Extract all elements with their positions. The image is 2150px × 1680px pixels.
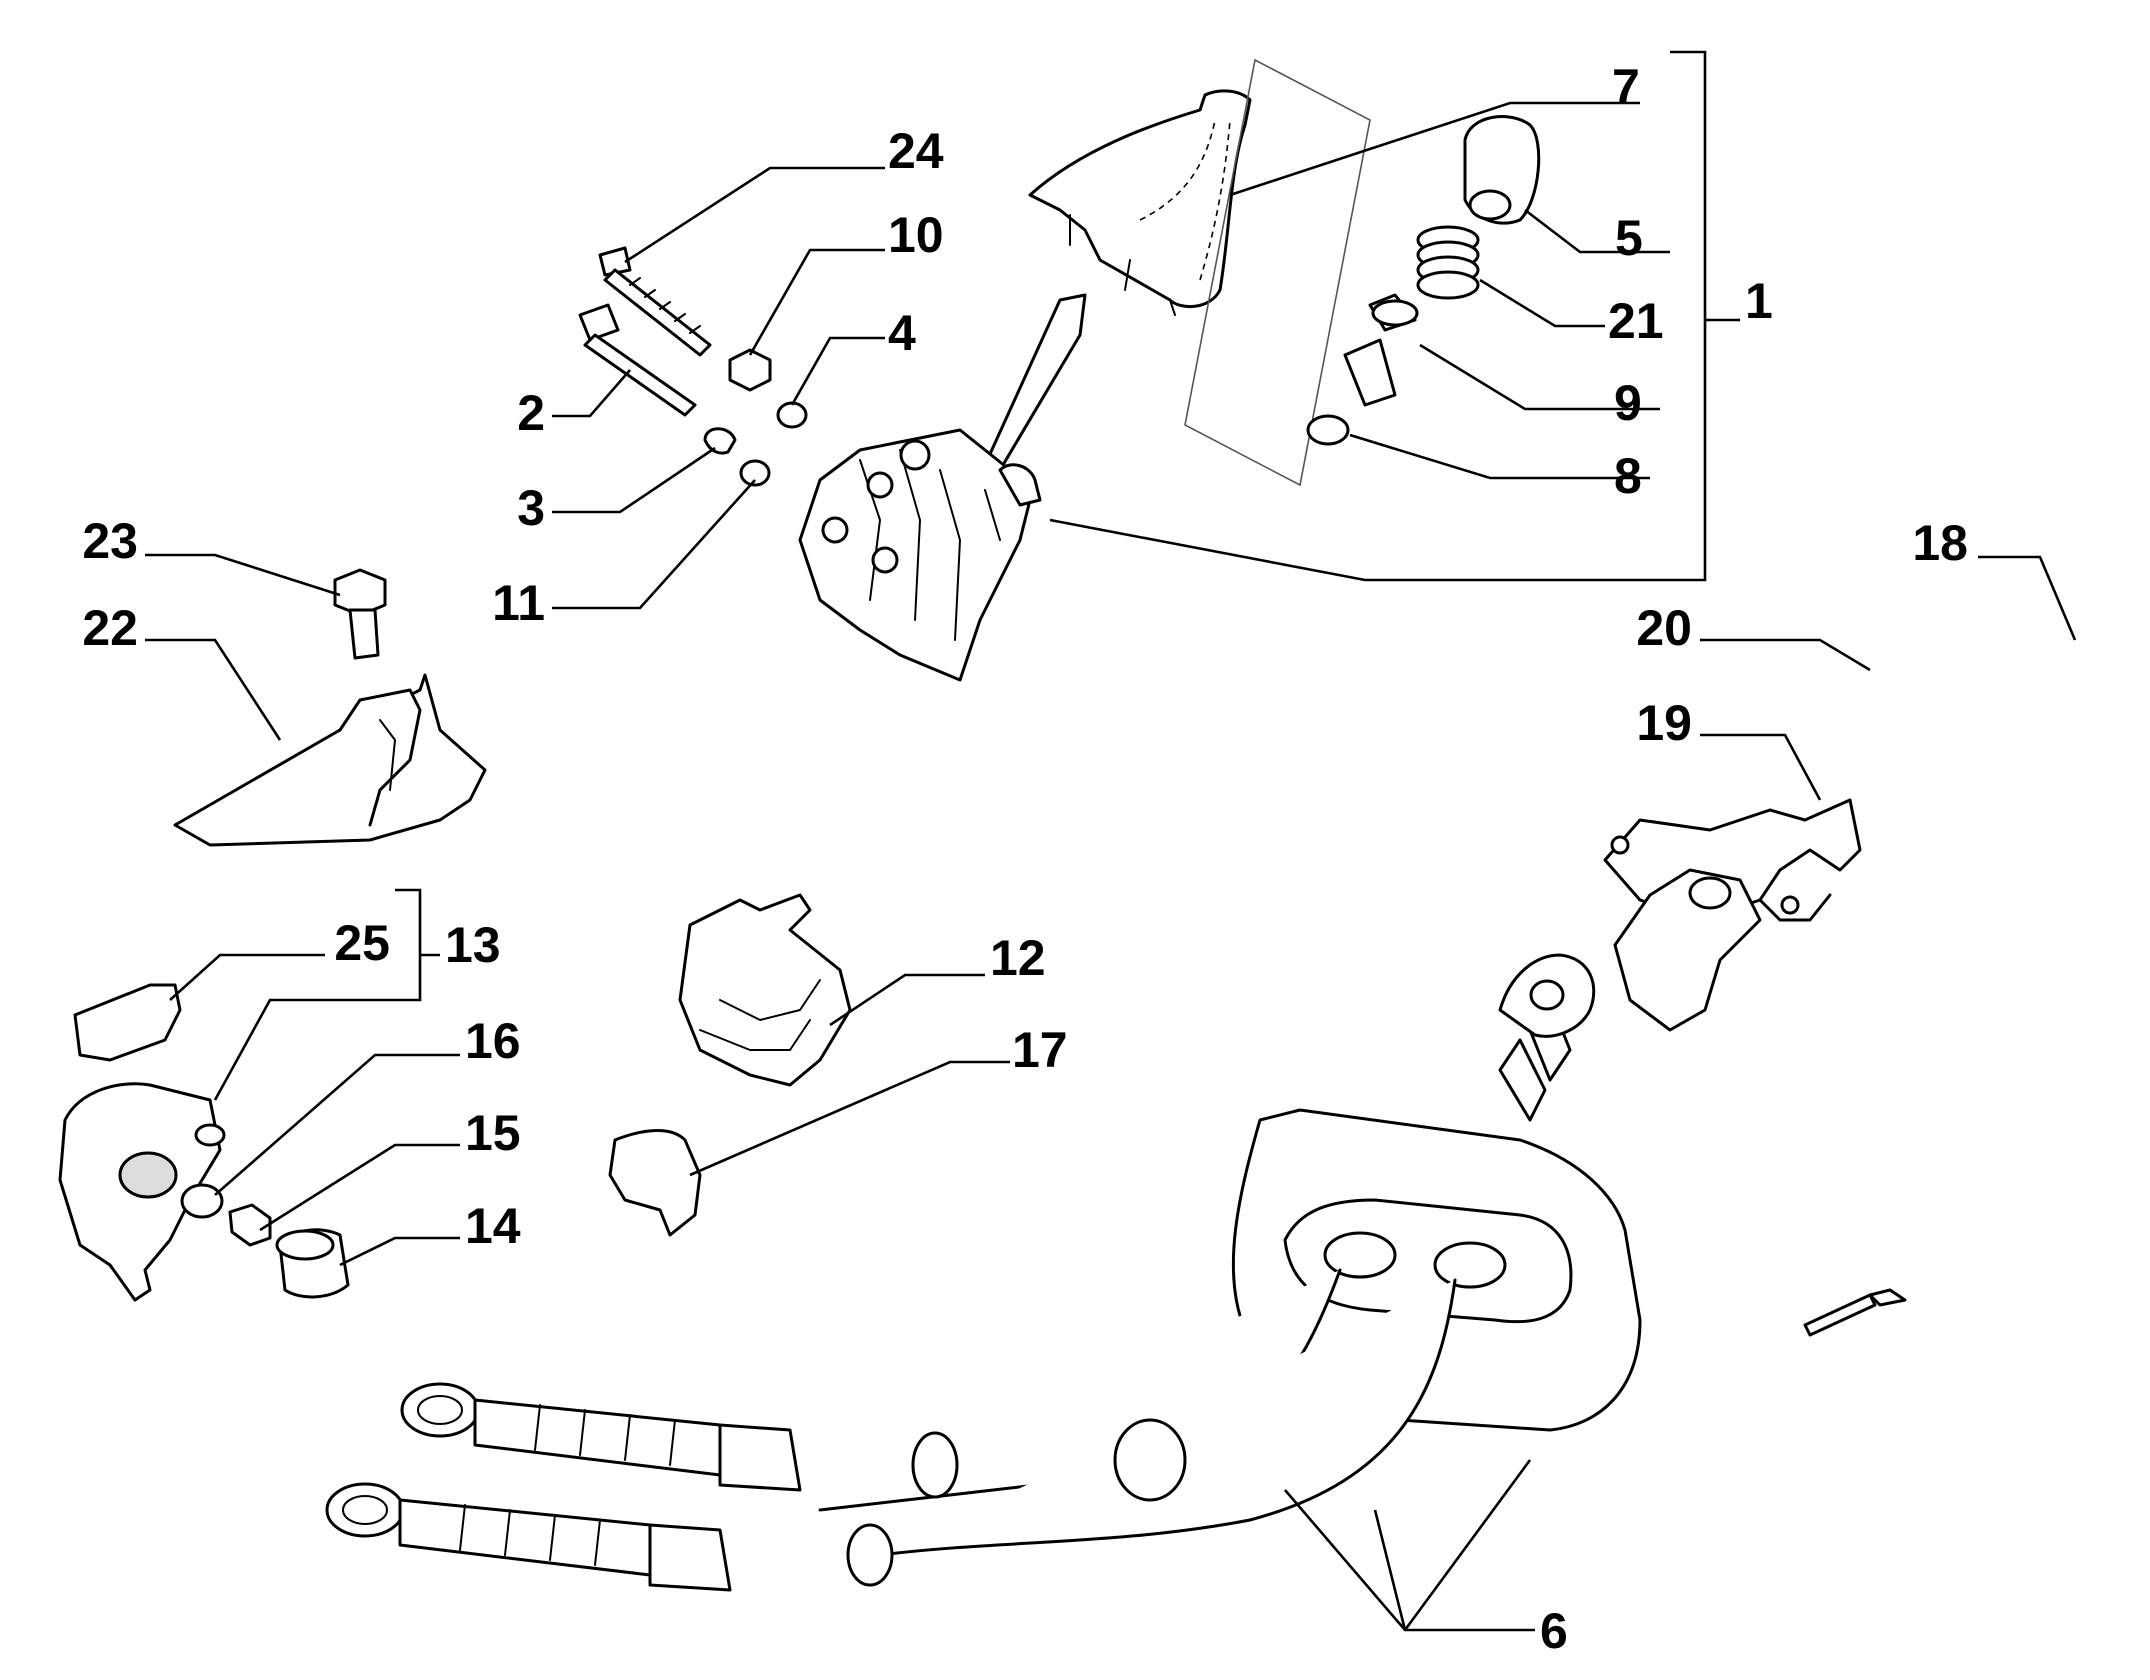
lock-washer-part-3 <box>703 427 737 455</box>
o-ring-part-8 <box>1306 414 1350 446</box>
callout-10: 10 <box>888 207 944 263</box>
lever-group-outline <box>1184 58 1371 487</box>
bolt-part-18-head <box>1868 1288 1907 1307</box>
callout-22: 22 <box>82 600 138 656</box>
nut-part-15 <box>228 1203 272 1247</box>
callout-4: 4 <box>888 305 916 361</box>
bolt-part-23 <box>333 568 387 660</box>
callout-7: 7 <box>1612 59 1640 115</box>
washer-part-4 <box>776 401 808 429</box>
callout-24: 24 <box>888 123 944 179</box>
spring-part-21 <box>1416 225 1480 300</box>
callout-19: 19 <box>1636 695 1692 751</box>
gear-boot-part-7 <box>1028 89 1252 316</box>
bolt-part-2 <box>578 303 697 417</box>
callout-18: 18 <box>1912 515 1968 571</box>
cap-part-14 <box>275 1228 350 1299</box>
callout-5: 5 <box>1615 210 1643 266</box>
cable-assembly-part-6 <box>325 868 1762 1592</box>
callout-23: 23 <box>82 513 138 569</box>
callout-15: 15 <box>465 1105 521 1161</box>
washer-part-16 <box>180 1183 224 1219</box>
callout-2: 2 <box>517 385 545 441</box>
leader-lines <box>145 50 2077 1632</box>
clip-part-12 <box>678 893 852 1087</box>
callout-12: 12 <box>990 930 1046 986</box>
callout-14: 14 <box>465 1198 521 1254</box>
callout-8: 8 <box>1614 448 1642 504</box>
bracket-part-22 <box>173 673 487 847</box>
washer-part-11 <box>739 459 771 487</box>
callout-17: 17 <box>1012 1022 1068 1078</box>
insert-part-25 <box>73 983 182 1062</box>
nut-part-10 <box>728 348 772 392</box>
callout-20: 20 <box>1636 600 1692 656</box>
lever-bushing-part-9 <box>1343 293 1419 407</box>
gear-knob-part-5 <box>1463 115 1541 225</box>
lever-arm-part-13 <box>58 1082 226 1302</box>
callout-13: 13 <box>445 917 501 973</box>
callout-21: 21 <box>1608 293 1664 349</box>
bolt-part-18 <box>1803 1293 1877 1337</box>
callout-6: 6 <box>1540 1603 1568 1659</box>
callout-11: 11 <box>492 575 545 631</box>
callout-16: 16 <box>465 1013 521 1069</box>
callout-3: 3 <box>517 480 545 536</box>
callout-labels: 7 5 21 1 9 8 24 10 4 2 3 11 23 22 18 20 … <box>82 59 1968 1659</box>
callout-1: 1 <box>1745 273 1773 329</box>
callout-25: 25 <box>334 915 390 971</box>
bolt-part-24 <box>598 246 712 357</box>
shift-mechanism-housing <box>798 293 1087 682</box>
clip-part-17 <box>608 1129 702 1237</box>
callout-9: 9 <box>1614 375 1642 431</box>
